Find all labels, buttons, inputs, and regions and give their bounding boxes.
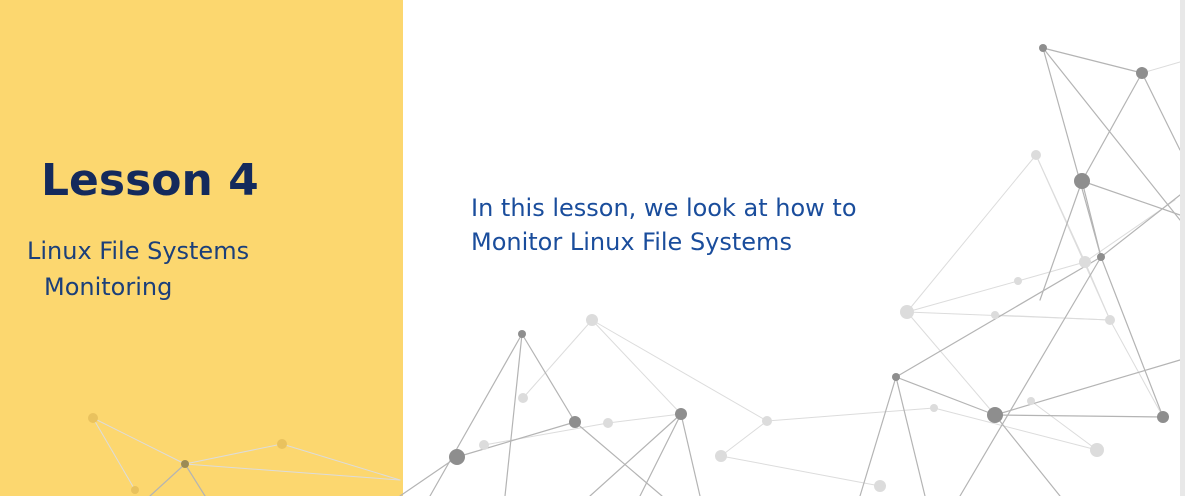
lesson-intro-line-1: In this lesson, we look at how to	[471, 194, 857, 222]
slide-right-edge	[1180, 0, 1185, 496]
title-panel	[0, 0, 403, 496]
lesson-subtitle-line-1: Linux File Systems	[27, 237, 250, 265]
lesson-subtitle-line-2: Monitoring	[44, 273, 173, 301]
lesson-intro-text: In this lesson, we look at how to Monito…	[471, 191, 857, 259]
lesson-intro-line-2: Monitor Linux File Systems	[471, 228, 792, 256]
lesson-subtitle: Linux File Systems Monitoring	[27, 233, 249, 305]
lesson-title: Lesson 4	[41, 155, 259, 206]
